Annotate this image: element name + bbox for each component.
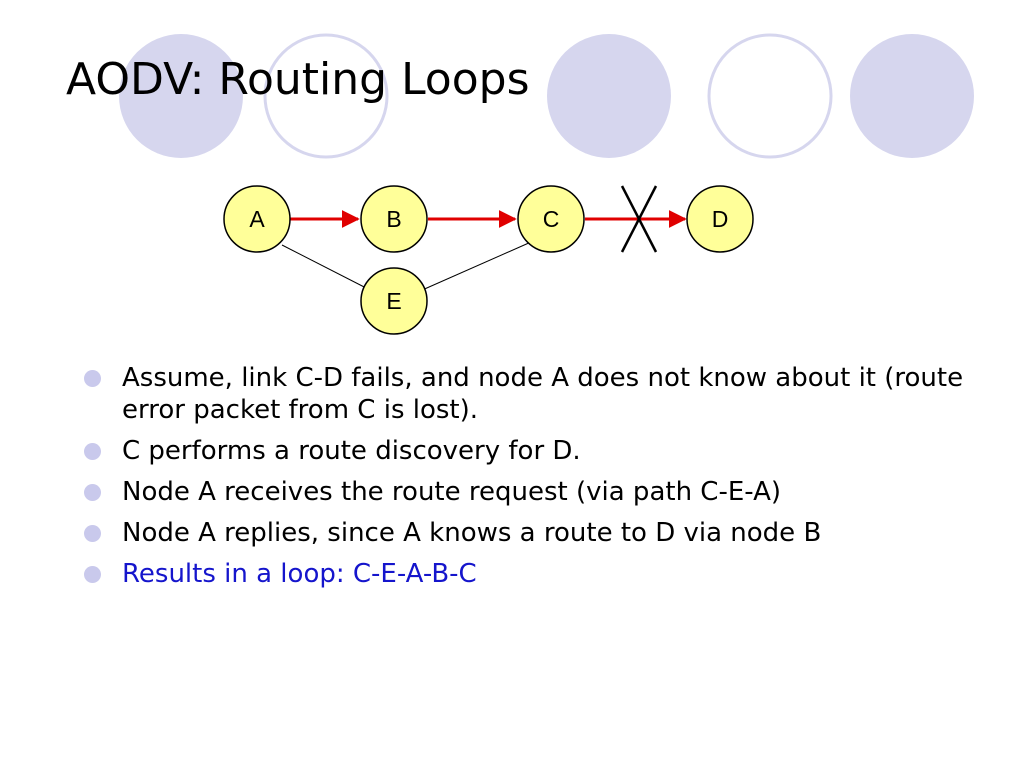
- node-e: E: [360, 267, 428, 335]
- bullet-text: Results in a loop: C-E-A-B-C: [122, 559, 477, 589]
- bullet-text: C performs a route discovery for D.: [122, 436, 581, 466]
- decor-circle-outline: [707, 33, 833, 159]
- bullet-dot-icon: [84, 484, 101, 501]
- node-e-label: E: [386, 288, 401, 314]
- decor-circle-outline: [263, 33, 389, 159]
- bullet-dot-icon: [84, 443, 101, 460]
- decor-circle-filled: [547, 34, 671, 158]
- decor-circle-filled: [119, 34, 243, 158]
- bullet-dot-icon: [84, 525, 101, 542]
- bullet-item: Node A receives the route request (via p…: [84, 476, 964, 508]
- node-b-label: B: [386, 206, 401, 232]
- bullet-dot-icon: [84, 370, 101, 387]
- node-b: B: [360, 185, 428, 253]
- network-diagram: A B C D E: [223, 185, 754, 335]
- bullet-item: Assume, link C-D fails, and node A does …: [84, 362, 964, 426]
- edge-c-e: [419, 241, 532, 292]
- header-decoration: [119, 33, 974, 159]
- bullet-list: Assume, link C-D fails, and node A does …: [84, 362, 964, 599]
- bullet-text: Node A receives the route request (via p…: [122, 477, 782, 507]
- bullet-text: Node A replies, since A knows a route to…: [122, 518, 822, 548]
- bullet-item-highlight: Results in a loop: C-E-A-B-C: [84, 558, 964, 590]
- node-a: A: [223, 185, 291, 253]
- bullet-item: Node A replies, since A knows a route to…: [84, 517, 964, 549]
- broken-link-x-icon: [620, 185, 658, 253]
- node-c-label: C: [543, 206, 560, 232]
- slide-title: AODV: Routing Loops: [66, 54, 530, 105]
- node-c: C: [517, 185, 585, 253]
- node-d-label: D: [712, 206, 729, 232]
- decor-circle-filled: [850, 34, 974, 158]
- bullet-text: Assume, link C-D fails, and node A does …: [122, 363, 964, 425]
- bullet-item: C performs a route discovery for D.: [84, 435, 964, 467]
- bullet-dot-icon: [84, 566, 101, 583]
- node-d: D: [686, 185, 754, 253]
- node-a-label: A: [249, 206, 265, 232]
- edge-a-e: [281, 244, 373, 292]
